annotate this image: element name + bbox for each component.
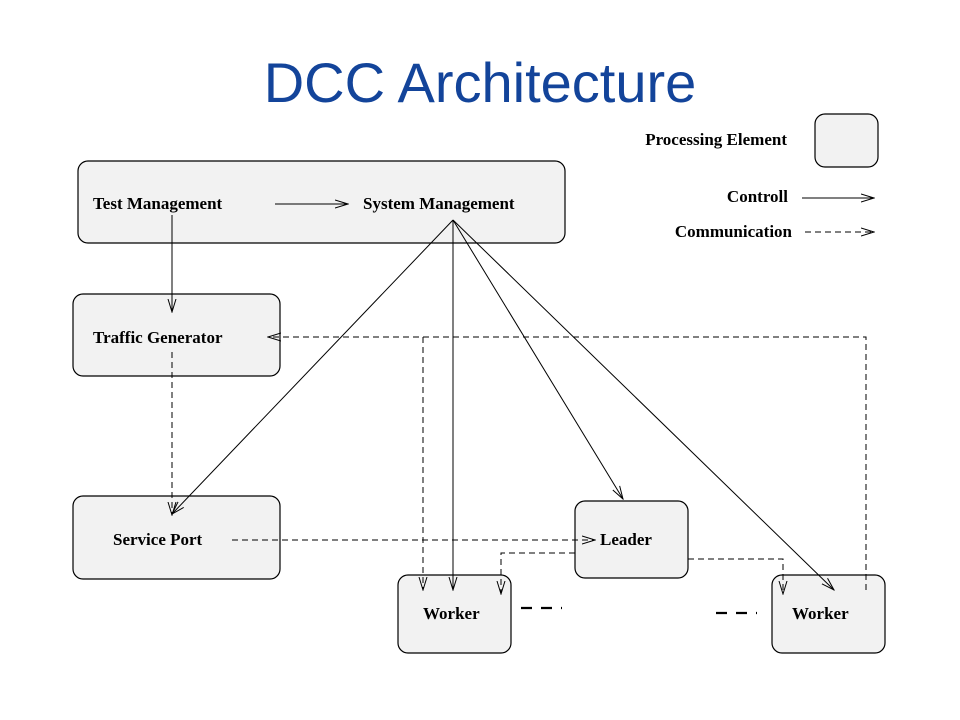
legend-control-label: Controll [727, 187, 788, 206]
comm-arrow-to-traffic-generator [268, 337, 867, 590]
control-arrow-system-to-leader [452, 219, 623, 499]
leader-label: Leader [600, 530, 652, 549]
system-management-label: System Management [363, 194, 515, 213]
comm-arrow-leader-to-worker-right [688, 558, 783, 594]
worker-right-label: Worker [792, 604, 849, 623]
worker-left-label: Worker [423, 604, 480, 623]
worker-left-box [397, 574, 512, 654]
slide-title: DCC Architecture [263, 51, 697, 114]
legend: Processing Element Controll Communicatio… [645, 113, 879, 241]
legend-communication-label: Communication [675, 222, 793, 241]
traffic-generator-label: Traffic Generator [93, 328, 223, 347]
control-arrow-system-to-service-port [172, 219, 454, 514]
legend-processing-element-label: Processing Element [645, 130, 787, 149]
service-port-box [72, 495, 281, 580]
legend-processing-element-swatch [814, 113, 879, 168]
management-box [77, 160, 566, 244]
comm-arrow-leader-to-worker-left [501, 552, 575, 594]
test-management-label: Test Management [93, 194, 223, 213]
control-arrow-system-to-worker-right [452, 219, 834, 590]
worker-right-box [771, 574, 886, 654]
service-port-label: Service Port [113, 530, 203, 549]
